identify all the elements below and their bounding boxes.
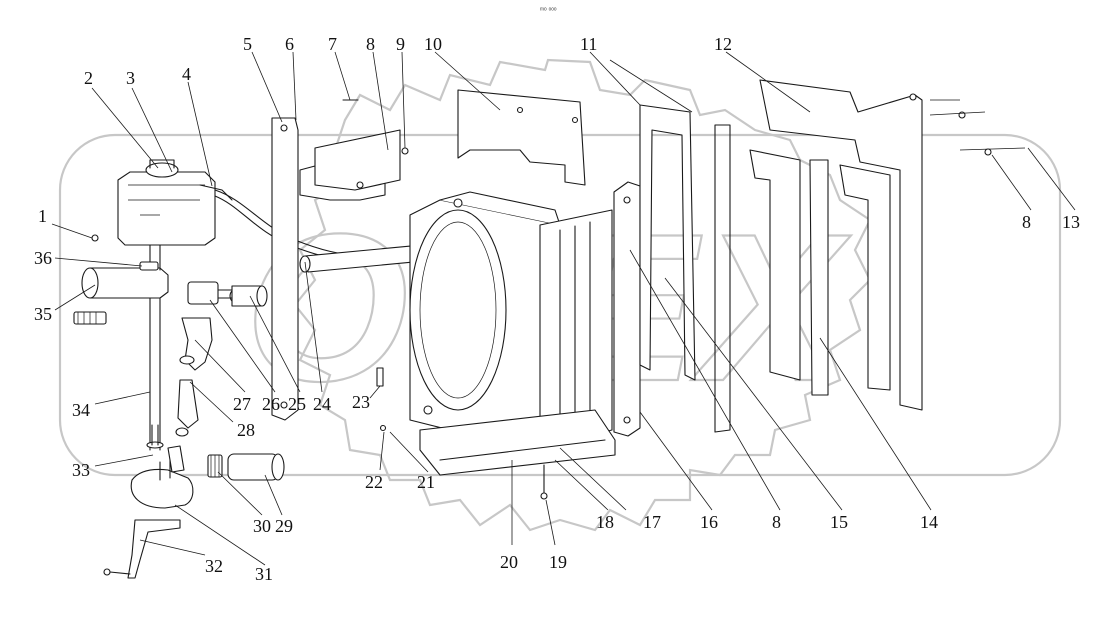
pin-23 (376, 367, 384, 387)
base-frame-18 (419, 405, 616, 500)
callout-4: 4 (182, 64, 191, 84)
callout-18: 18 (596, 512, 614, 532)
callout-9: 9 (396, 34, 405, 54)
callout-20: 20 (500, 552, 518, 572)
callout-30: 30 (253, 516, 271, 536)
callout-17: 17 (643, 512, 661, 532)
callout-32: 32 (205, 556, 223, 576)
callout-1: 1 (38, 206, 47, 226)
callout-28: 28 (237, 420, 255, 440)
bolt-22 (379, 424, 387, 432)
callout-12: 12 (714, 34, 732, 54)
callout-24: 24 (313, 394, 331, 414)
callout-26: 26 (262, 394, 280, 414)
hose-bracket-27-28 (175, 317, 213, 437)
callout-8c: 8 (772, 512, 781, 532)
vertical-post-16 (613, 181, 641, 437)
shroud-panel-14 (749, 149, 891, 396)
upper-bracket-6-7 (299, 99, 409, 201)
lower-hose-29-30 (207, 453, 285, 481)
callout-14: 14 (920, 512, 938, 532)
expansion-tank (117, 159, 233, 246)
callout-16: 16 (700, 512, 718, 532)
callout-35: 35 (34, 304, 52, 324)
watermark-gear (293, 58, 872, 532)
top-cover-10 (457, 89, 586, 186)
callout-13: 13 (1062, 212, 1080, 232)
vertical-pipe (146, 297, 164, 451)
support-bracket-32 (103, 519, 181, 579)
callout-23: 23 (352, 392, 370, 412)
callout-8: 8 (366, 34, 375, 54)
clamp-36 (139, 261, 159, 271)
hose-coupling-26-25 (187, 281, 268, 307)
callout-25: 25 (288, 394, 306, 414)
callout-19: 19 (549, 552, 567, 572)
fan-ring (409, 209, 507, 411)
left-side-plate (271, 117, 299, 421)
bolt-1 (91, 234, 99, 242)
page-mark: ᵐᵒ ᵒᵒᵒ (540, 7, 557, 14)
hose-clamp-left (73, 311, 107, 325)
callout-27: 27 (233, 394, 251, 414)
callout-29: 29 (275, 516, 293, 536)
callout-3: 3 (126, 68, 135, 88)
callout-15: 15 (830, 512, 848, 532)
lower-hose-left (81, 244, 169, 299)
lower-hose-elbow (130, 445, 194, 509)
callout-5: 5 (243, 34, 252, 54)
callout-31: 31 (255, 564, 273, 584)
tank-cap (145, 162, 179, 178)
callout-11: 11 (580, 34, 597, 54)
callout-10: 10 (424, 34, 442, 54)
callout-22: 22 (365, 472, 383, 492)
callout-6: 6 (285, 34, 294, 54)
callout-34: 34 (72, 400, 90, 420)
callout-21: 21 (417, 472, 435, 492)
shroud-12 (759, 79, 923, 411)
radiator-core (409, 191, 561, 451)
callout-36: 36 (34, 248, 52, 268)
leader-lines (51, 51, 1076, 566)
callout-labels: 1 2 3 4 5 6 7 8 9 10 11 12 8 13 14 15 8 … (34, 34, 1080, 584)
callout-2: 2 (84, 68, 93, 88)
radiator-side-panel (539, 209, 613, 449)
callout-8b: 8 (1022, 212, 1031, 232)
bolts-13 (929, 99, 1026, 156)
callout-7: 7 (328, 34, 337, 54)
callout-33: 33 (72, 460, 90, 480)
